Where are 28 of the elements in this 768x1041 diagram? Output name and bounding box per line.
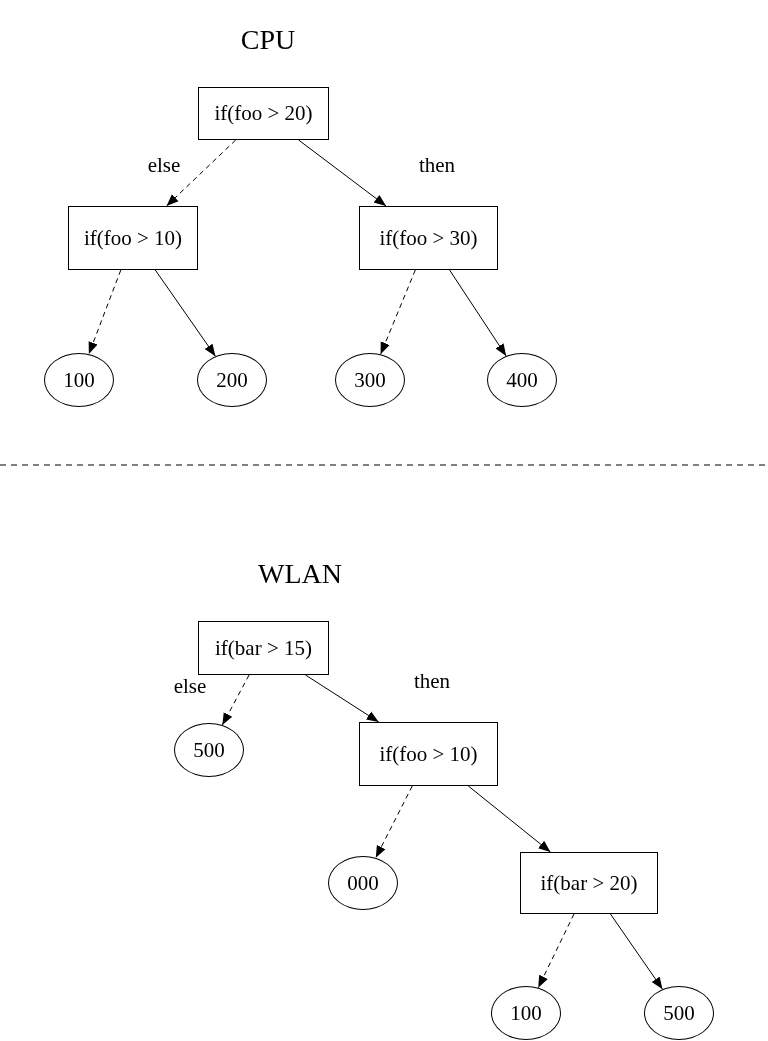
result-ellipse: 100 [491, 986, 561, 1040]
result-ellipse: 200 [197, 353, 267, 407]
condition-box: if(foo > 10) [68, 206, 198, 270]
condition-box: if(bar > 20) [520, 852, 658, 914]
arrow [305, 674, 380, 723]
arrow [380, 269, 416, 355]
arrow [154, 269, 216, 357]
section-title: CPU [240, 26, 296, 54]
arrow [375, 785, 413, 859]
result-ellipse: 400 [487, 353, 557, 407]
arrow [88, 269, 122, 355]
result-ellipse: 000 [328, 856, 398, 910]
condition-box: if(bar > 15) [198, 621, 329, 675]
arrow [449, 269, 507, 357]
condition-box: if(foo > 10) [359, 722, 498, 786]
result-ellipse: 500 [644, 986, 714, 1040]
arrow [467, 785, 551, 853]
arrow [537, 913, 575, 989]
arrow [221, 674, 250, 726]
condition-box: if(foo > 20) [198, 87, 329, 140]
condition-box: if(foo > 30) [359, 206, 498, 270]
arrow [166, 139, 237, 207]
result-ellipse: 100 [44, 353, 114, 407]
result-ellipse: 500 [174, 723, 244, 777]
arrow [609, 913, 663, 990]
arrow [298, 139, 387, 207]
section-title: WLAN [258, 560, 342, 588]
result-ellipse: 300 [335, 353, 405, 407]
